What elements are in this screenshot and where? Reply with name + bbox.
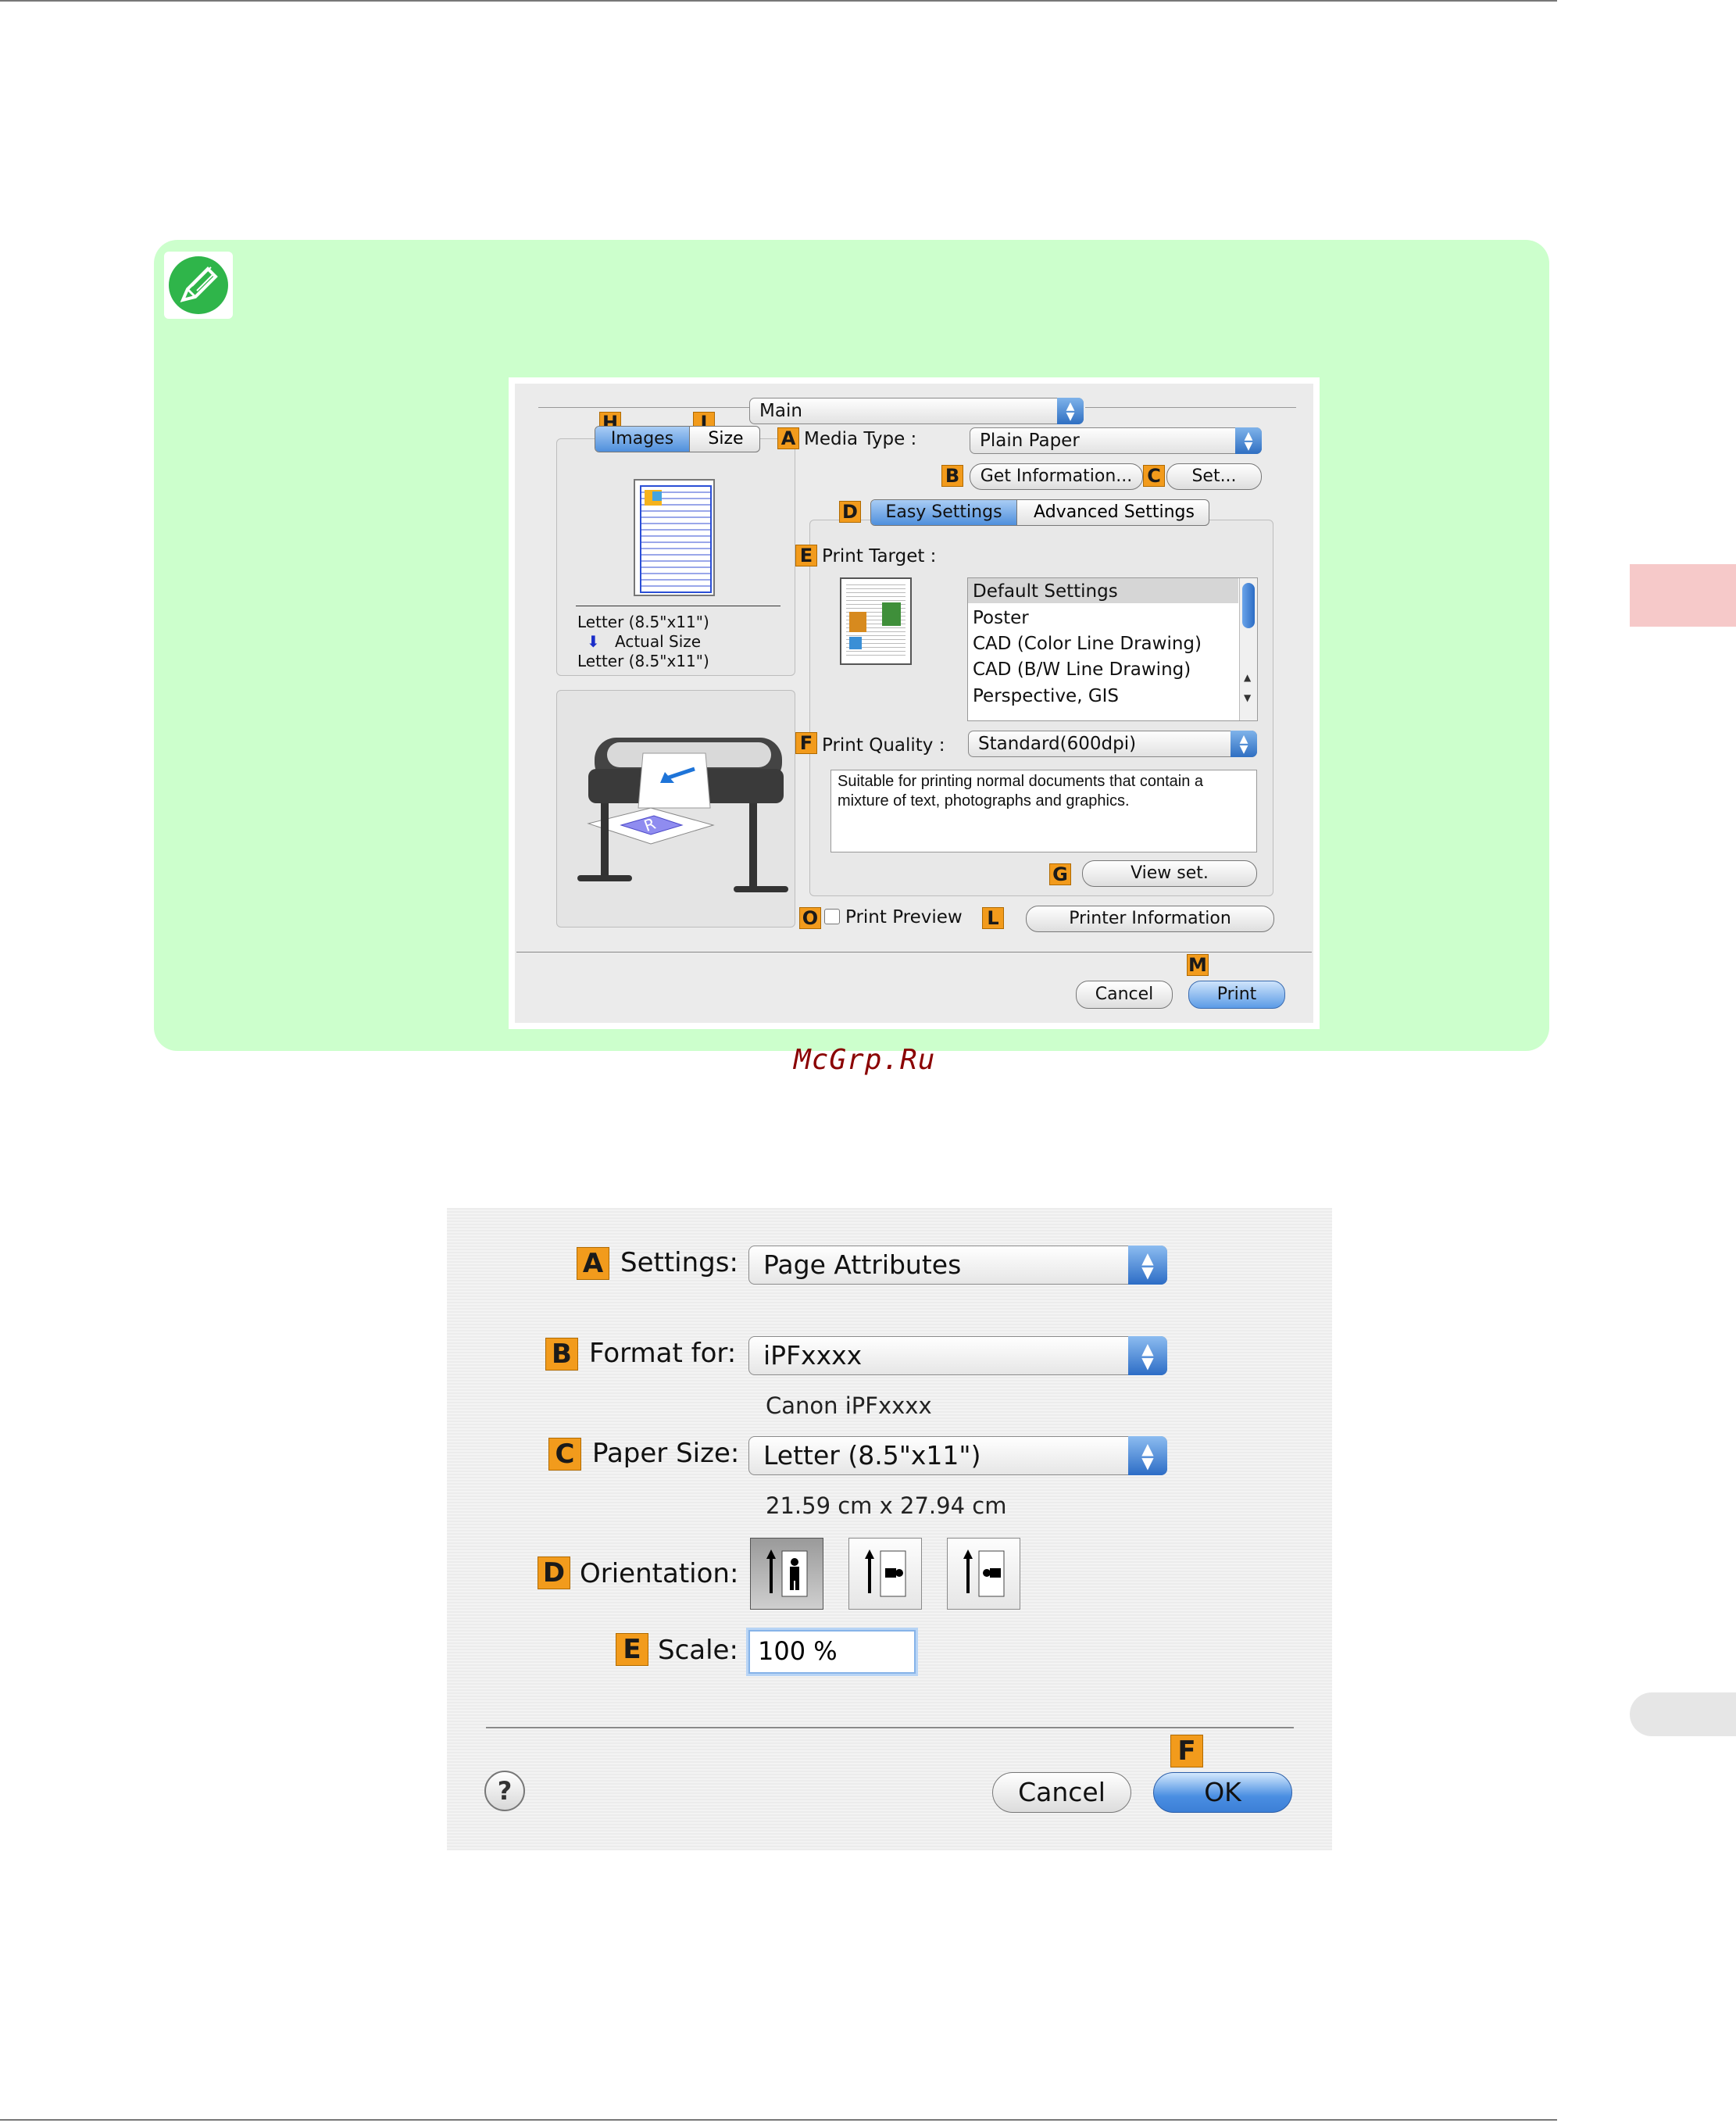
badge-m: M <box>1187 954 1209 976</box>
note-pencil-icon <box>164 252 233 319</box>
scale-label: Scale: <box>658 1635 738 1666</box>
quality-description: Suitable for printing normal documents t… <box>830 770 1257 852</box>
portrait-person-icon <box>766 1549 808 1597</box>
list-scrollbar[interactable]: ▲ ▼ <box>1239 578 1257 720</box>
badge-d: D <box>839 501 861 523</box>
media-type-popup[interactable]: Plain Paper ▲▼ <box>970 427 1262 454</box>
images-size-tabs: Images Size <box>595 426 760 452</box>
badge-a: A <box>577 1247 609 1280</box>
watermark: McGrp.Ru <box>794 1044 936 1076</box>
orientation-portrait-button[interactable] <box>750 1538 823 1610</box>
format-for-value: iPFxxxx <box>763 1340 863 1371</box>
divider <box>1085 407 1296 408</box>
printer-driver-dialog: Main ▲▼ H I Images Size Letter (8.5"x11"… <box>509 377 1320 1029</box>
list-item[interactable]: CAD (Color Line Drawing) <box>973 634 1202 654</box>
chapter-side-tab <box>1630 564 1736 627</box>
settings-tabs: Easy Settings Advanced Settings <box>870 499 1209 526</box>
format-for-printer-name: Canon iPFxxxx <box>766 1392 932 1419</box>
paper-dimensions: 21.59 cm x 27.94 cm <box>766 1492 1007 1519</box>
media-type-value: Plain Paper <box>980 431 1080 451</box>
orientation-landscape-left-button[interactable] <box>848 1538 922 1610</box>
popup-arrows-icon: ▲▼ <box>1235 427 1262 454</box>
settings-popup[interactable]: Page Attributes ▲▼ <box>748 1246 1167 1285</box>
settings-label: Settings: <box>620 1247 738 1278</box>
popup-arrows-icon: ▲▼ <box>1128 1246 1167 1285</box>
landscape-left-icon <box>865 1549 906 1597</box>
badge-c: C <box>548 1438 581 1471</box>
preview-output-size: Letter (8.5"x11") <box>577 652 709 670</box>
cancel-button[interactable]: Cancel <box>1076 981 1173 1009</box>
top-rule <box>0 0 1557 2</box>
tab-images[interactable]: Images <box>595 427 689 452</box>
selected-row-highlight <box>968 578 1238 603</box>
printer-image-panel: R <box>556 690 795 927</box>
tab-advanced-settings[interactable]: Advanced Settings <box>1016 500 1209 525</box>
print-button[interactable]: Print <box>1188 981 1285 1009</box>
preview-actual-size: Actual Size <box>615 632 702 651</box>
print-quality-label: Print Quality : <box>822 735 945 756</box>
badge-e: E <box>616 1633 648 1666</box>
help-button[interactable]: ? <box>484 1771 525 1811</box>
popup-arrows-icon: ▲▼ <box>1128 1336 1167 1375</box>
tab-easy-settings[interactable]: Easy Settings <box>871 500 1016 525</box>
printer-information-button[interactable]: Printer Information <box>1026 906 1274 932</box>
badge-d: D <box>538 1557 570 1589</box>
main-popup[interactable]: Main ▲▼ <box>749 398 1084 424</box>
popup-arrows-icon: ▲▼ <box>1057 398 1084 424</box>
print-target-thumbnail <box>840 577 912 665</box>
badge-f: F <box>1170 1735 1203 1767</box>
badge-g: G <box>1049 863 1071 885</box>
badge-l: L <box>982 907 1004 929</box>
list-item[interactable]: CAD (B/W Line Drawing) <box>973 659 1191 680</box>
list-item[interactable]: Perspective, GIS <box>973 686 1120 706</box>
print-quality-popup[interactable]: Standard(600dpi) ▲▼ <box>968 731 1257 757</box>
orientation-landscape-right-button[interactable] <box>947 1538 1020 1610</box>
preview-paper-size: Letter (8.5"x11") <box>577 613 709 631</box>
badge-e: E <box>795 545 817 566</box>
cancel-button[interactable]: Cancel <box>992 1772 1131 1813</box>
main-popup-value: Main <box>759 401 802 421</box>
down-arrow-icon: ⬇ <box>587 632 600 651</box>
page-preview-thumbnail <box>634 479 715 596</box>
list-item[interactable]: Poster <box>973 608 1029 628</box>
badge-f: F <box>795 732 817 754</box>
view-set-button[interactable]: View set. <box>1082 860 1257 887</box>
badge-o: O <box>799 907 821 929</box>
paper-size-popup[interactable]: Letter (8.5"x11") ▲▼ <box>748 1436 1167 1475</box>
set-button[interactable]: Set... <box>1166 463 1262 490</box>
footer-divider <box>486 1727 1294 1728</box>
format-for-popup[interactable]: iPFxxxx ▲▼ <box>748 1336 1167 1375</box>
orientation-label: Orientation: <box>580 1558 739 1589</box>
settings-value: Page Attributes <box>763 1249 962 1280</box>
media-type-label: Media Type : <box>804 429 917 449</box>
popup-arrows-icon: ▲▼ <box>1128 1436 1167 1475</box>
bottom-rule <box>0 2119 1557 2121</box>
paper-size-value: Letter (8.5"x11") <box>763 1440 981 1471</box>
print-target-label: Print Target : <box>822 546 937 566</box>
popup-arrows-icon: ▲▼ <box>1231 731 1257 757</box>
tab-size[interactable]: Size <box>689 427 759 452</box>
list-item[interactable]: Default Settings <box>973 581 1118 602</box>
format-for-label: Format for: <box>589 1338 737 1369</box>
page-setup-dialog: A Settings: Page Attributes ▲▼ B Format … <box>447 1208 1332 1850</box>
print-preview-label: Print Preview <box>845 907 963 927</box>
ok-button[interactable]: OK <box>1153 1772 1292 1813</box>
get-information-button[interactable]: Get Information... <box>970 463 1143 490</box>
print-target-list[interactable]: Default Settings Poster CAD (Color Line … <box>967 577 1258 721</box>
badge-b: B <box>545 1338 578 1371</box>
paper-size-label: Paper Size: <box>592 1438 740 1469</box>
printer-illustration-icon: R <box>577 738 788 892</box>
badge-a: A <box>777 427 799 449</box>
index-side-tab <box>1630 1692 1736 1736</box>
divider <box>538 407 749 408</box>
badge-b: B <box>941 465 963 487</box>
print-preview-checkbox[interactable] <box>824 909 840 924</box>
print-quality-value: Standard(600dpi) <box>978 734 1137 754</box>
scale-input[interactable]: 100 % <box>748 1630 916 1674</box>
badge-c: C <box>1143 465 1165 487</box>
landscape-right-icon <box>963 1549 1005 1597</box>
